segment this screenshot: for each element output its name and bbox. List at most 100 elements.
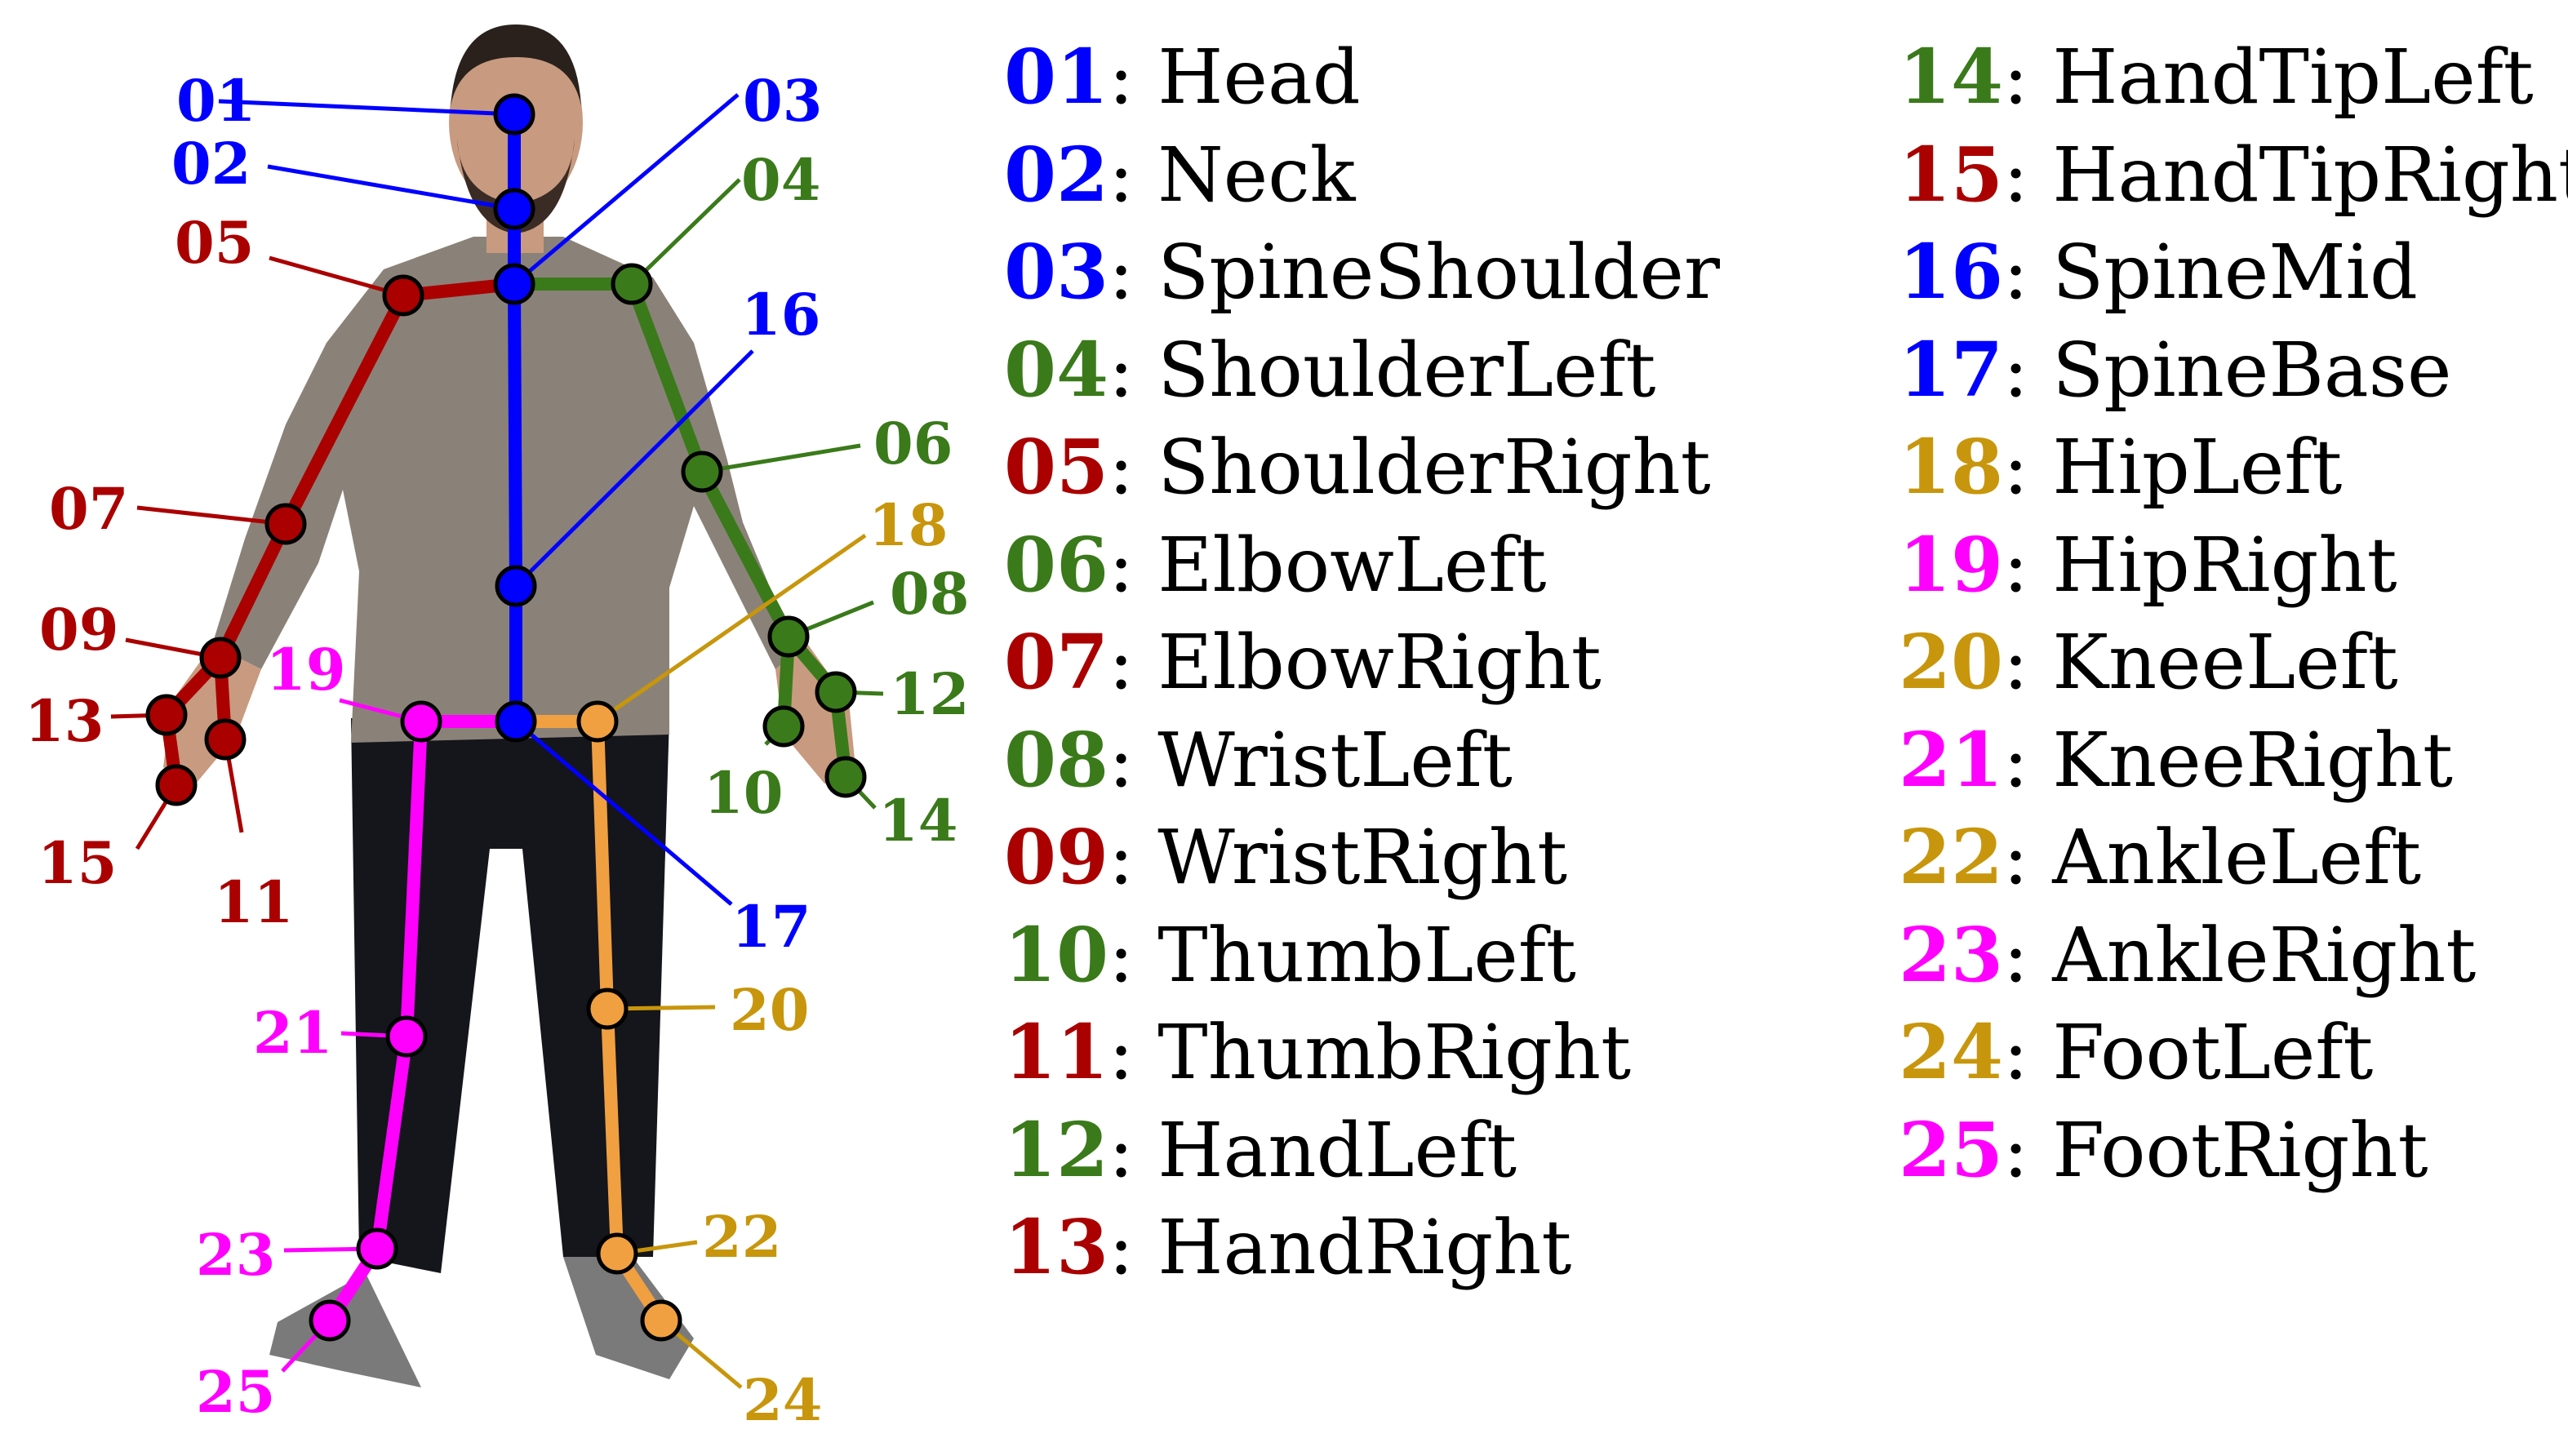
legend-item-05: 05: ShoulderRight: [1004, 429, 1711, 505]
legend-joint-name: ShoulderRight: [1157, 424, 1711, 511]
legend-joint-name: HipRight: [2052, 521, 2397, 609]
legend-separator: :: [1109, 716, 1158, 804]
legend-number: 10: [1004, 910, 1109, 999]
legend-item-14: 14: HandTipLeft: [1899, 39, 2534, 115]
legend-separator: :: [1109, 131, 1158, 219]
legend-item-25: 25: FootRight: [1899, 1112, 2428, 1188]
legend-joint-name: AnkleLeft: [2052, 814, 2422, 901]
legend-number: 08: [1004, 715, 1109, 804]
callout-label-22: 22: [702, 1203, 781, 1271]
callout-label-03: 03: [743, 67, 822, 135]
legend-number: 24: [1899, 1008, 2004, 1096]
callout-line-03: [513, 93, 740, 286]
joint-marker-05: [382, 274, 424, 317]
callout-label-04: 04: [741, 146, 820, 214]
hair: [451, 24, 581, 106]
joint-marker-06: [681, 451, 723, 493]
joint-marker-23: [356, 1227, 398, 1270]
legend-joint-name: HandTipLeft: [2052, 33, 2534, 121]
joint-marker-11: [204, 718, 247, 761]
callout-line-18: [596, 533, 867, 724]
legend-item-03: 03: SpineShoulder: [1004, 234, 1720, 310]
legend-number: 19: [1899, 520, 2004, 609]
callout-line-05: [269, 255, 404, 298]
callout-label-15: 15: [38, 829, 117, 897]
joint-marker-03: [493, 263, 535, 305]
legend-item-07: 07: ElbowRight: [1004, 624, 1602, 700]
legend-number: 15: [1899, 130, 2004, 219]
trousers: [351, 718, 669, 1273]
legend-joint-name: Neck: [1157, 131, 1356, 219]
legend-separator: :: [1109, 326, 1158, 414]
joint-marker-16: [495, 565, 537, 607]
callout-line-04: [630, 178, 741, 286]
legend-item-20: 20: KneeLeft: [1899, 624, 2398, 700]
joint-marker-13: [145, 694, 188, 736]
legend-separator: :: [2003, 326, 2053, 414]
joint-marker-15: [155, 764, 198, 806]
legend-separator: :: [2003, 229, 2053, 316]
legend-item-09: 09: WristRight: [1004, 819, 1567, 895]
joint-marker-10: [762, 705, 805, 748]
bone-05-07: [279, 289, 410, 530]
legend-separator: :: [1109, 619, 1158, 706]
callout-label-16: 16: [741, 281, 820, 348]
legend-separator: :: [2003, 619, 2053, 706]
callout-label-01: 01: [176, 67, 255, 135]
joint-marker-14: [824, 756, 867, 798]
legend-separator: :: [2003, 33, 2053, 121]
legend-separator: :: [2003, 521, 2053, 609]
legend-item-10: 10: ThumbLeft: [1004, 917, 1576, 993]
callout-labels: 0102030405060708091011121314151617181920…: [24, 67, 969, 1434]
legend-number: 14: [1899, 33, 2004, 121]
callout-label-05: 05: [175, 209, 254, 277]
joint-marker-08: [767, 615, 810, 658]
legend-separator: :: [2003, 814, 2053, 901]
callout-line-16: [514, 349, 754, 588]
legend-separator: :: [1109, 424, 1158, 511]
bone-03-16: [508, 277, 522, 593]
legend-joint-name: HipLeft: [2052, 424, 2343, 511]
joint-marker-07: [264, 503, 307, 545]
legend-separator: :: [1109, 814, 1158, 901]
legend-item-13: 13: HandRight: [1004, 1210, 1571, 1285]
legend-item-12: 12: HandLeft: [1004, 1112, 1517, 1188]
callout-label-19: 19: [266, 636, 345, 704]
legend-joint-name: Head: [1157, 33, 1361, 121]
legend-joint-name: ThumbRight: [1157, 1009, 1632, 1096]
callout-line-06: [701, 443, 861, 474]
joint-marker-20: [586, 988, 629, 1030]
callout-label-10: 10: [704, 759, 783, 827]
legend-separator: :: [2003, 716, 2053, 804]
legend-item-02: 02: Neck: [1004, 137, 1356, 213]
legend-item-24: 24: FootLeft: [1899, 1014, 2373, 1090]
legend-separator: :: [1109, 229, 1158, 316]
legend-separator: :: [1109, 521, 1158, 609]
legend-separator: :: [2003, 424, 2053, 511]
legend-number: 02: [1004, 130, 1109, 219]
bone-18-20: [591, 715, 614, 1015]
legend-separator: :: [1109, 911, 1158, 999]
legend-number: 16: [1899, 228, 2004, 316]
legend-number: 21: [1899, 715, 2004, 804]
legend-item-06: 06: ElbowLeft: [1004, 527, 1546, 603]
callout-label-13: 13: [24, 687, 104, 755]
joint-marker-18: [576, 700, 619, 743]
legend-item-23: 23: AnkleRight: [1899, 917, 2476, 993]
bone-06-08: [695, 465, 795, 643]
legend-joint-name: HandRight: [1157, 1204, 1572, 1291]
legend-joint-name: AnkleRight: [2052, 911, 2477, 999]
bone-20-22: [601, 1002, 624, 1260]
joint-marker-24: [640, 1299, 682, 1342]
legend-number: 11: [1004, 1008, 1109, 1096]
callout-label-08: 08: [890, 560, 969, 628]
legend-number: 13: [1004, 1203, 1109, 1291]
legend-number: 06: [1004, 520, 1109, 609]
bone-21-23: [371, 1030, 413, 1255]
bone-04-06: [625, 277, 709, 478]
legend-item-21: 21: KneeRight: [1899, 722, 2453, 798]
legend-item-18: 18: HipLeft: [1899, 429, 2342, 505]
legend-item-11: 11: ThumbRight: [1004, 1014, 1631, 1090]
legend-number: 23: [1899, 910, 2004, 999]
callout-label-07: 07: [49, 475, 128, 543]
